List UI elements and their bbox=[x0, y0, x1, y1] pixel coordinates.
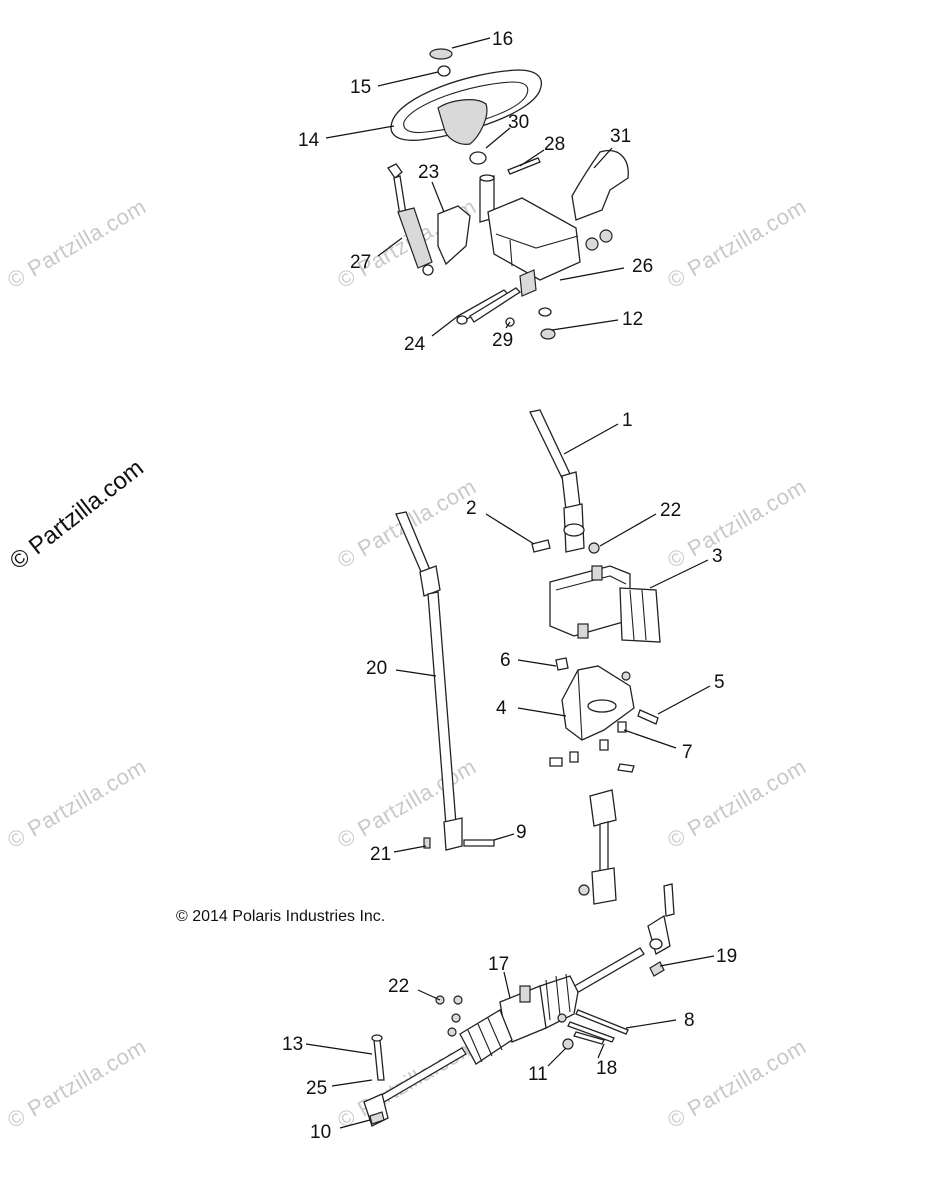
callout-21: 21 bbox=[370, 844, 391, 865]
callout-18: 18 bbox=[596, 1058, 617, 1079]
lower-short-shaft bbox=[578, 789, 617, 905]
copyright-notice: © 2014 Polaris Industries Inc. bbox=[176, 908, 386, 925]
part-8-bolt bbox=[575, 1009, 629, 1035]
part-1-upper-shaft bbox=[529, 409, 571, 479]
callout-23: 23 bbox=[418, 162, 439, 183]
left-boot bbox=[459, 1009, 513, 1065]
callout-15: 15 bbox=[350, 77, 371, 98]
part-14-steering-wheel bbox=[390, 69, 542, 145]
callout-9: 9 bbox=[516, 822, 527, 843]
callout-25: 25 bbox=[306, 1078, 327, 1099]
part-17-rack-housing bbox=[499, 973, 579, 1043]
part-26-column-bracket bbox=[487, 197, 581, 297]
part-30-bushing bbox=[469, 151, 487, 165]
callout-4: 4 bbox=[496, 698, 507, 719]
part-2-bolt bbox=[531, 539, 551, 553]
part-7-bolt bbox=[617, 721, 627, 733]
part-11-washer bbox=[562, 1038, 574, 1050]
part-22-nut bbox=[588, 542, 600, 554]
callout-7: 7 bbox=[682, 742, 693, 763]
part-19-nut bbox=[649, 961, 665, 977]
callout-1: 1 bbox=[622, 410, 633, 431]
part-3-gearbox bbox=[549, 565, 661, 643]
part-18-bolt bbox=[573, 1031, 605, 1045]
callout-19: 19 bbox=[716, 946, 737, 967]
part-13-bolt bbox=[373, 1039, 385, 1081]
steering-rack-group bbox=[363, 883, 675, 1127]
steering-shaft-group bbox=[395, 409, 661, 905]
steering-wheel-group bbox=[387, 48, 629, 340]
callout-17: 17 bbox=[488, 954, 509, 975]
part-31-cover bbox=[571, 150, 629, 221]
callout-22-upper: 22 bbox=[660, 500, 681, 521]
callout-5: 5 bbox=[714, 672, 725, 693]
callout-11: 11 bbox=[528, 1064, 548, 1085]
part-23-cover bbox=[437, 205, 471, 266]
callout-30: 30 bbox=[508, 112, 529, 133]
callouts: 16 15 14 30 28 31 23 27 26 24 29 12 1 2 … bbox=[282, 29, 737, 1143]
callout-12: 12 bbox=[622, 309, 643, 330]
part-20-intermediate-shaft bbox=[395, 511, 463, 851]
callout-2: 2 bbox=[466, 498, 477, 519]
part-21-pin bbox=[423, 837, 431, 849]
callout-6: 6 bbox=[500, 650, 511, 671]
callout-22-lower: 22 bbox=[388, 976, 409, 997]
callout-16: 16 bbox=[492, 29, 513, 50]
leader-lines bbox=[305, 37, 715, 1129]
callout-3: 3 bbox=[712, 546, 723, 567]
callout-13: 13 bbox=[282, 1034, 303, 1055]
callout-31: 31 bbox=[610, 126, 631, 147]
callout-29: 29 bbox=[492, 330, 513, 351]
part-5-bolt bbox=[637, 709, 659, 725]
callout-24: 24 bbox=[404, 334, 426, 355]
callout-10: 10 bbox=[310, 1122, 331, 1143]
part-12-bushing bbox=[538, 307, 552, 317]
left-tie-rod bbox=[379, 1047, 467, 1103]
callout-8: 8 bbox=[684, 1010, 695, 1031]
part-6-bolt bbox=[555, 657, 569, 671]
callout-20: 20 bbox=[366, 658, 387, 679]
part-4-mount-bracket bbox=[561, 665, 635, 741]
part-28-bolt bbox=[507, 157, 541, 175]
part-15-nut bbox=[437, 65, 451, 77]
part-10-nut bbox=[369, 1111, 385, 1125]
callout-14: 14 bbox=[298, 130, 320, 151]
callout-28: 28 bbox=[544, 134, 565, 155]
callout-26: 26 bbox=[632, 256, 653, 277]
callout-27: 27 bbox=[350, 252, 371, 273]
part-9-bolt bbox=[463, 839, 495, 847]
part-16-cap bbox=[429, 48, 453, 60]
part-27-gas-strut bbox=[387, 163, 434, 276]
